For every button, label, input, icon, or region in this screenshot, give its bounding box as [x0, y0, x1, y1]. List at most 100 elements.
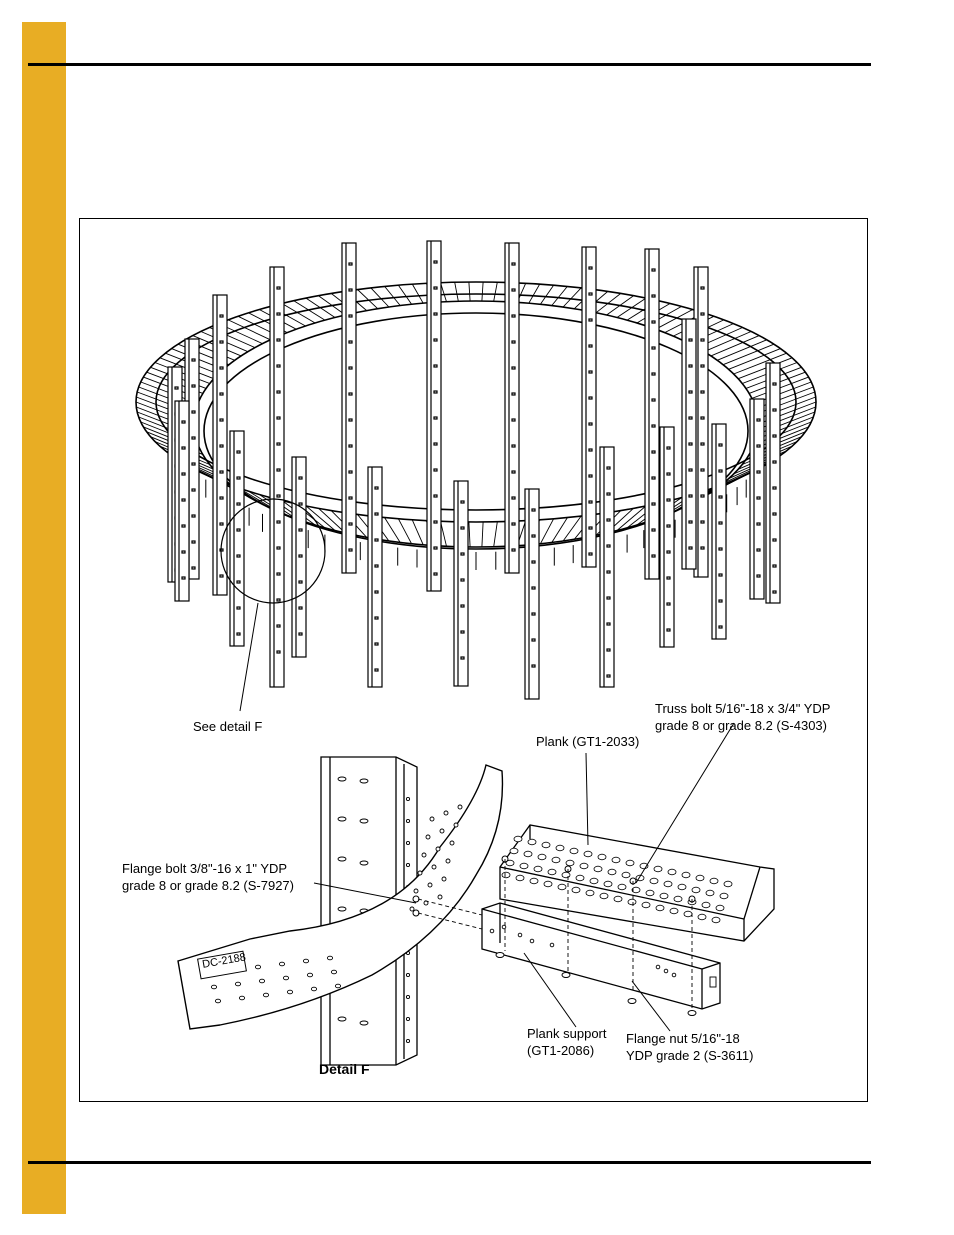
plank-support-label-line2: (GT1-2086) [527, 1043, 595, 1058]
stiffener-hole [700, 520, 705, 524]
grating-slat [606, 295, 634, 316]
stiffener-hole [531, 560, 536, 564]
stiffener-hole [219, 470, 224, 474]
stiffener-hole [433, 442, 438, 446]
detail-ring-plate [177, 764, 504, 1030]
stiffener-hole [433, 494, 438, 498]
plank-hole [505, 859, 515, 867]
stiffener-hole [588, 552, 593, 556]
stiffener-hole [276, 442, 281, 446]
column-hole [337, 856, 347, 862]
plank-holes [501, 835, 733, 924]
stiffener-hole [236, 450, 241, 454]
stiffener-column [711, 423, 727, 640]
stiffener-hole [181, 472, 186, 476]
grating-slat [228, 319, 271, 341]
grating-slat [755, 416, 814, 440]
plank-hole [649, 877, 659, 885]
plank-hole [561, 871, 571, 879]
stiffener-hole [531, 586, 536, 590]
plate-hole [439, 828, 445, 834]
plank-hole [585, 889, 595, 897]
grating-slat [717, 339, 767, 361]
stiffener-hole [511, 392, 516, 396]
detail-f-leader [239, 602, 259, 712]
stiffener-hole [688, 494, 693, 498]
plate-hole [413, 888, 419, 894]
plank-hole [631, 886, 641, 894]
plank-hole [653, 865, 663, 873]
plank-support-label-line1: Plank support [527, 1026, 607, 1041]
stiffener-hole [276, 286, 281, 290]
nut [687, 1010, 697, 1016]
stiffener-hole [772, 538, 777, 542]
plank-hole [519, 862, 529, 870]
stiffener-hole [298, 554, 303, 558]
see-detail-label: See detail F [193, 719, 263, 734]
stiffener-hole [651, 528, 656, 532]
stiffener-hole [588, 526, 593, 530]
stiffener-hole [688, 416, 693, 420]
plank-hole [583, 850, 593, 858]
hardware [412, 855, 697, 1016]
plank-label: Plank (GT1-2033) [536, 734, 640, 749]
stiffener-hole [348, 314, 353, 318]
stiffener-hole [191, 410, 196, 414]
detail-plank [499, 824, 775, 942]
support-hole [489, 928, 495, 934]
stiffener-hole [191, 540, 196, 544]
column-holes [337, 776, 411, 1044]
stiffener-hole [276, 312, 281, 316]
stiffener-hole [348, 496, 353, 500]
support-hole [549, 942, 555, 948]
stiffener-hole [236, 606, 241, 610]
plank-hole [597, 853, 607, 861]
plank-hole [691, 886, 701, 894]
stiffener-hole [666, 576, 671, 580]
stiffener-hole [772, 460, 777, 464]
stiffener-hole [433, 572, 438, 576]
plank-hole [669, 907, 679, 915]
support-hole [529, 938, 535, 944]
plank-hole [527, 838, 537, 846]
stiffener-hole [756, 496, 761, 500]
stiffener-hole [460, 578, 465, 582]
plate-hole [441, 876, 447, 882]
stiffener-hole [276, 390, 281, 394]
stiffener-hole [666, 446, 671, 450]
plate-hole [457, 804, 463, 810]
stiffener-hole [511, 444, 516, 448]
grating-slat [384, 286, 401, 306]
stiffener-hole [588, 500, 593, 504]
plate-hole [429, 816, 435, 822]
plank-hole [529, 877, 539, 885]
stiffener-hole [276, 650, 281, 654]
stiffener-hole [460, 552, 465, 556]
grating-slat [318, 507, 346, 534]
stiffener-hole [374, 590, 379, 594]
plate-hole [453, 822, 459, 828]
plank-hole [555, 844, 565, 852]
stiffener-hole [666, 498, 671, 502]
plate-hole [326, 955, 334, 961]
grating-slat [755, 386, 814, 410]
plate-hole [435, 846, 441, 852]
stiffener-column [659, 426, 675, 648]
plank-hole [705, 889, 715, 897]
grating-slat [733, 352, 787, 375]
stiffener-hole [348, 522, 353, 526]
stiffener-hole [219, 366, 224, 370]
plank-hole [589, 877, 599, 885]
stiffener-hole [651, 424, 656, 428]
stiffener-hole [511, 262, 516, 266]
plate-hole [258, 978, 266, 984]
grating-slat [728, 348, 781, 370]
stiffener-hole [276, 572, 281, 576]
stiffener-hole [191, 384, 196, 388]
stiffener-hole [460, 526, 465, 530]
stiffener-hole [606, 492, 611, 496]
stiffener-hole [531, 664, 536, 668]
stiffener-hole [511, 288, 516, 292]
stiffener-hole [700, 494, 705, 498]
stiffener-hole [511, 366, 516, 370]
